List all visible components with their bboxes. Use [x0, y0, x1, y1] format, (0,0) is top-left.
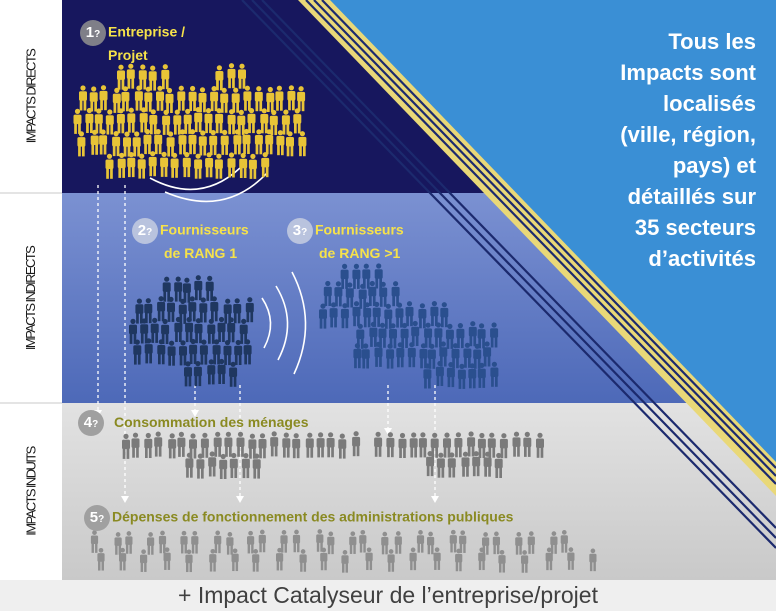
step-5-label: Dépenses de fonctionnement des administr…	[112, 508, 514, 525]
label-column	[0, 0, 62, 580]
indirect-impacts-label: IMPACTS INDIRECTS	[23, 246, 39, 350]
step-2-rank1-suppliers: 2?Fournisseurs de RANG 1	[132, 218, 249, 262]
localisation-line: détaillés sur	[627, 184, 756, 209]
step-2-badge: 2?	[132, 218, 158, 244]
step-4-label: Consommation des ménages	[114, 413, 309, 430]
induced-impacts-label: IMPACTS INDUITS	[23, 447, 39, 536]
arcs-direct	[149, 167, 269, 203]
localisation-line: d’activités	[648, 246, 756, 271]
localisation-text: Tous les Impacts sont localisés (ville, …	[516, 26, 756, 274]
arcs-indirect	[261, 271, 307, 375]
step-4-household-consumption: 4? Consommation des ménages	[78, 410, 309, 436]
step-3-line1: Fournisseurs	[315, 221, 404, 238]
localisation-line: (ville, région,	[620, 122, 756, 147]
diagonal-lines	[241, 0, 776, 549]
step-1-badge: 1?	[80, 20, 106, 46]
step-3-line2: de RANG >1	[319, 245, 401, 261]
step-2-line2: de RANG 1	[164, 245, 238, 261]
localisation-line: Impacts sont	[620, 60, 756, 85]
localisation-line: localisés	[663, 91, 756, 116]
step-1-enterprise: 1?Entreprise / Projet	[80, 20, 185, 64]
step-3-rank2-suppliers: 3?Fournisseurs de RANG >1	[287, 218, 404, 262]
step-4-badge: 4?	[78, 410, 104, 436]
step-1-line1: Entreprise /	[108, 23, 186, 40]
localisation-line: pays) et	[672, 153, 756, 178]
step-5-public-spending: 5?Dépenses de fonctionnement des adminis…	[84, 505, 513, 531]
step-3-badge: 3?	[287, 218, 313, 244]
step-2-line1: Fournisseurs	[160, 221, 249, 238]
direct-impacts-label: IMPACTS DIRECTS	[23, 49, 39, 144]
step-5-badge: 5?	[84, 505, 110, 531]
catalyst-impact-footer: + Impact Catalyseur de l’entreprise/proj…	[0, 580, 776, 611]
localisation-line: Tous les	[668, 29, 756, 54]
localisation-line: 35 secteurs	[634, 215, 756, 240]
step-1-line2: Projet	[108, 47, 148, 63]
localisation-panel	[330, 0, 776, 462]
